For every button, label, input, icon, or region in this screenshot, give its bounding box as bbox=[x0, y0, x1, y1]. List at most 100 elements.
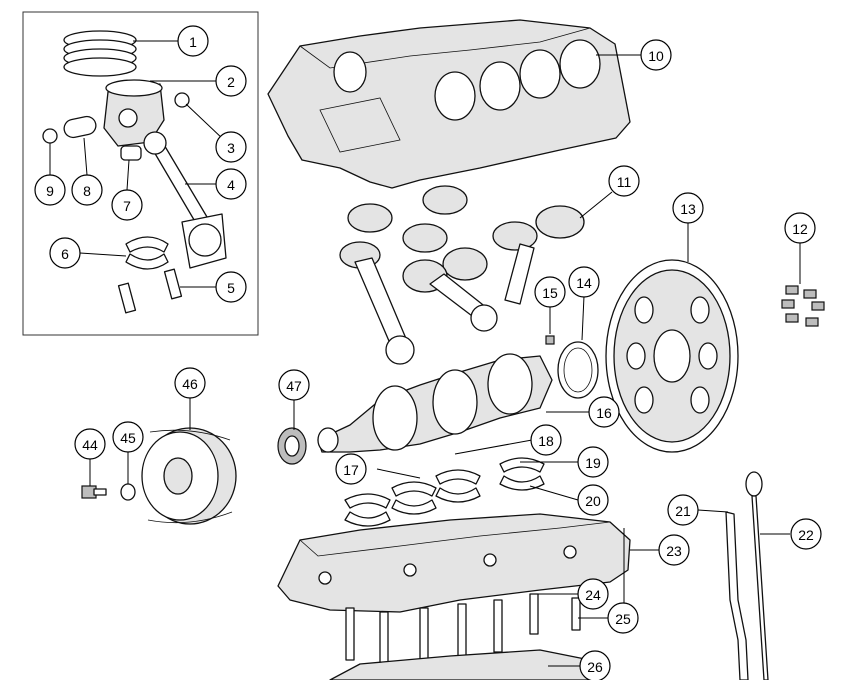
piston-pin-circlip bbox=[174, 92, 190, 108]
callout-bubble bbox=[534, 276, 566, 308]
callout-25: 25 bbox=[607, 602, 639, 634]
callout-bubble bbox=[568, 266, 600, 298]
callout-number: 10 bbox=[648, 48, 664, 64]
callout-bubble bbox=[215, 271, 247, 303]
callout-number: 20 bbox=[585, 493, 601, 509]
callout-number: 19 bbox=[585, 455, 601, 471]
callout-number: 47 bbox=[286, 378, 302, 394]
callout-bubble bbox=[112, 421, 144, 453]
callout-bubble bbox=[34, 174, 66, 206]
piston-pin bbox=[63, 115, 97, 139]
callout-bubble bbox=[174, 367, 206, 399]
callout-18: 18 bbox=[530, 424, 562, 456]
crankshaft-damper-pulley bbox=[141, 427, 237, 525]
small-end-bushing bbox=[120, 145, 142, 161]
callout-number: 8 bbox=[83, 183, 91, 199]
callout-bubble bbox=[667, 494, 699, 526]
callout-bubble bbox=[49, 237, 81, 269]
callout-bubble bbox=[607, 602, 639, 634]
piston-rod-assembly bbox=[339, 185, 585, 365]
callout-bubble bbox=[111, 189, 143, 221]
callout-bubble bbox=[215, 168, 247, 200]
callout-bubble bbox=[784, 212, 816, 244]
callout-bubble bbox=[577, 446, 609, 478]
callout-number: 24 bbox=[585, 587, 601, 603]
rod-bearing-shells bbox=[125, 236, 169, 270]
callout-bubble bbox=[335, 453, 367, 485]
callout-20: 20 bbox=[577, 484, 609, 516]
callout-bubble bbox=[215, 65, 247, 97]
callout-number: 22 bbox=[798, 527, 814, 543]
callout-number: 12 bbox=[792, 221, 808, 237]
callout-2: 2 bbox=[215, 65, 247, 97]
callout-10: 10 bbox=[640, 39, 672, 71]
callout-23: 23 bbox=[658, 534, 690, 566]
callout-number: 45 bbox=[120, 430, 136, 446]
callout-number: 46 bbox=[182, 376, 198, 392]
damper-bolt bbox=[81, 485, 107, 499]
callout-number: 16 bbox=[596, 405, 612, 421]
callout-21: 21 bbox=[667, 494, 699, 526]
callout-bubble bbox=[790, 518, 822, 550]
circlip-left bbox=[42, 128, 58, 144]
callout-47: 47 bbox=[278, 369, 310, 401]
callout-12: 12 bbox=[784, 212, 816, 244]
connecting-rod bbox=[143, 131, 227, 269]
callout-number: 3 bbox=[227, 140, 235, 156]
callout-number: 13 bbox=[680, 201, 696, 217]
callout-8: 8 bbox=[71, 174, 103, 206]
damper-washer bbox=[120, 483, 136, 501]
flywheel-bolts bbox=[781, 285, 825, 327]
callout-number: 11 bbox=[617, 174, 632, 190]
callout-bubble bbox=[588, 396, 620, 428]
oil-pan bbox=[329, 649, 601, 680]
callout-number: 18 bbox=[538, 433, 554, 449]
callout-24: 24 bbox=[577, 578, 609, 610]
callout-bubble bbox=[215, 131, 247, 163]
callout-bubble bbox=[530, 424, 562, 456]
callout-16: 16 bbox=[588, 396, 620, 428]
rod-bolts bbox=[117, 268, 183, 314]
callout-number: 26 bbox=[587, 659, 603, 675]
callout-bubble bbox=[608, 165, 640, 197]
callout-11: 11 bbox=[608, 165, 640, 197]
callout-bubble bbox=[278, 369, 310, 401]
crankcase-bedplate bbox=[277, 513, 631, 613]
callout-bubble bbox=[74, 428, 106, 460]
callout-bubble bbox=[658, 534, 690, 566]
dowel-pin bbox=[545, 335, 555, 345]
callout-number: 44 bbox=[82, 437, 98, 453]
detail-inset-frame bbox=[22, 11, 259, 336]
callout-bubble bbox=[577, 578, 609, 610]
callout-15: 15 bbox=[534, 276, 566, 308]
callout-bubble bbox=[640, 39, 672, 71]
callout-4: 4 bbox=[215, 168, 247, 200]
dipstick bbox=[745, 471, 769, 680]
leader-lines bbox=[49, 40, 801, 667]
callout-number: 6 bbox=[61, 246, 69, 262]
callout-layer: 1234567891011121314151617181920212223242… bbox=[34, 25, 822, 680]
callout-1: 1 bbox=[177, 25, 209, 57]
callout-26: 26 bbox=[579, 650, 611, 680]
callout-22: 22 bbox=[790, 518, 822, 550]
callout-bubble bbox=[177, 25, 209, 57]
callout-number: 5 bbox=[227, 280, 235, 296]
callout-bubble bbox=[577, 484, 609, 516]
callout-17: 17 bbox=[335, 453, 367, 485]
callout-3: 3 bbox=[215, 131, 247, 163]
callout-number: 17 bbox=[343, 462, 359, 478]
rear-main-seal bbox=[557, 341, 599, 399]
callout-44: 44 bbox=[74, 428, 106, 460]
callout-5: 5 bbox=[215, 271, 247, 303]
callout-number: 2 bbox=[227, 74, 235, 90]
callout-bubble bbox=[71, 174, 103, 206]
piston-rings bbox=[63, 30, 137, 77]
callout-number: 14 bbox=[576, 275, 592, 291]
callout-number: 1 bbox=[189, 34, 197, 50]
callout-45: 45 bbox=[112, 421, 144, 453]
callout-13: 13 bbox=[672, 192, 704, 224]
callout-number: 9 bbox=[46, 183, 54, 199]
callout-14: 14 bbox=[568, 266, 600, 298]
callout-number: 7 bbox=[123, 198, 131, 214]
